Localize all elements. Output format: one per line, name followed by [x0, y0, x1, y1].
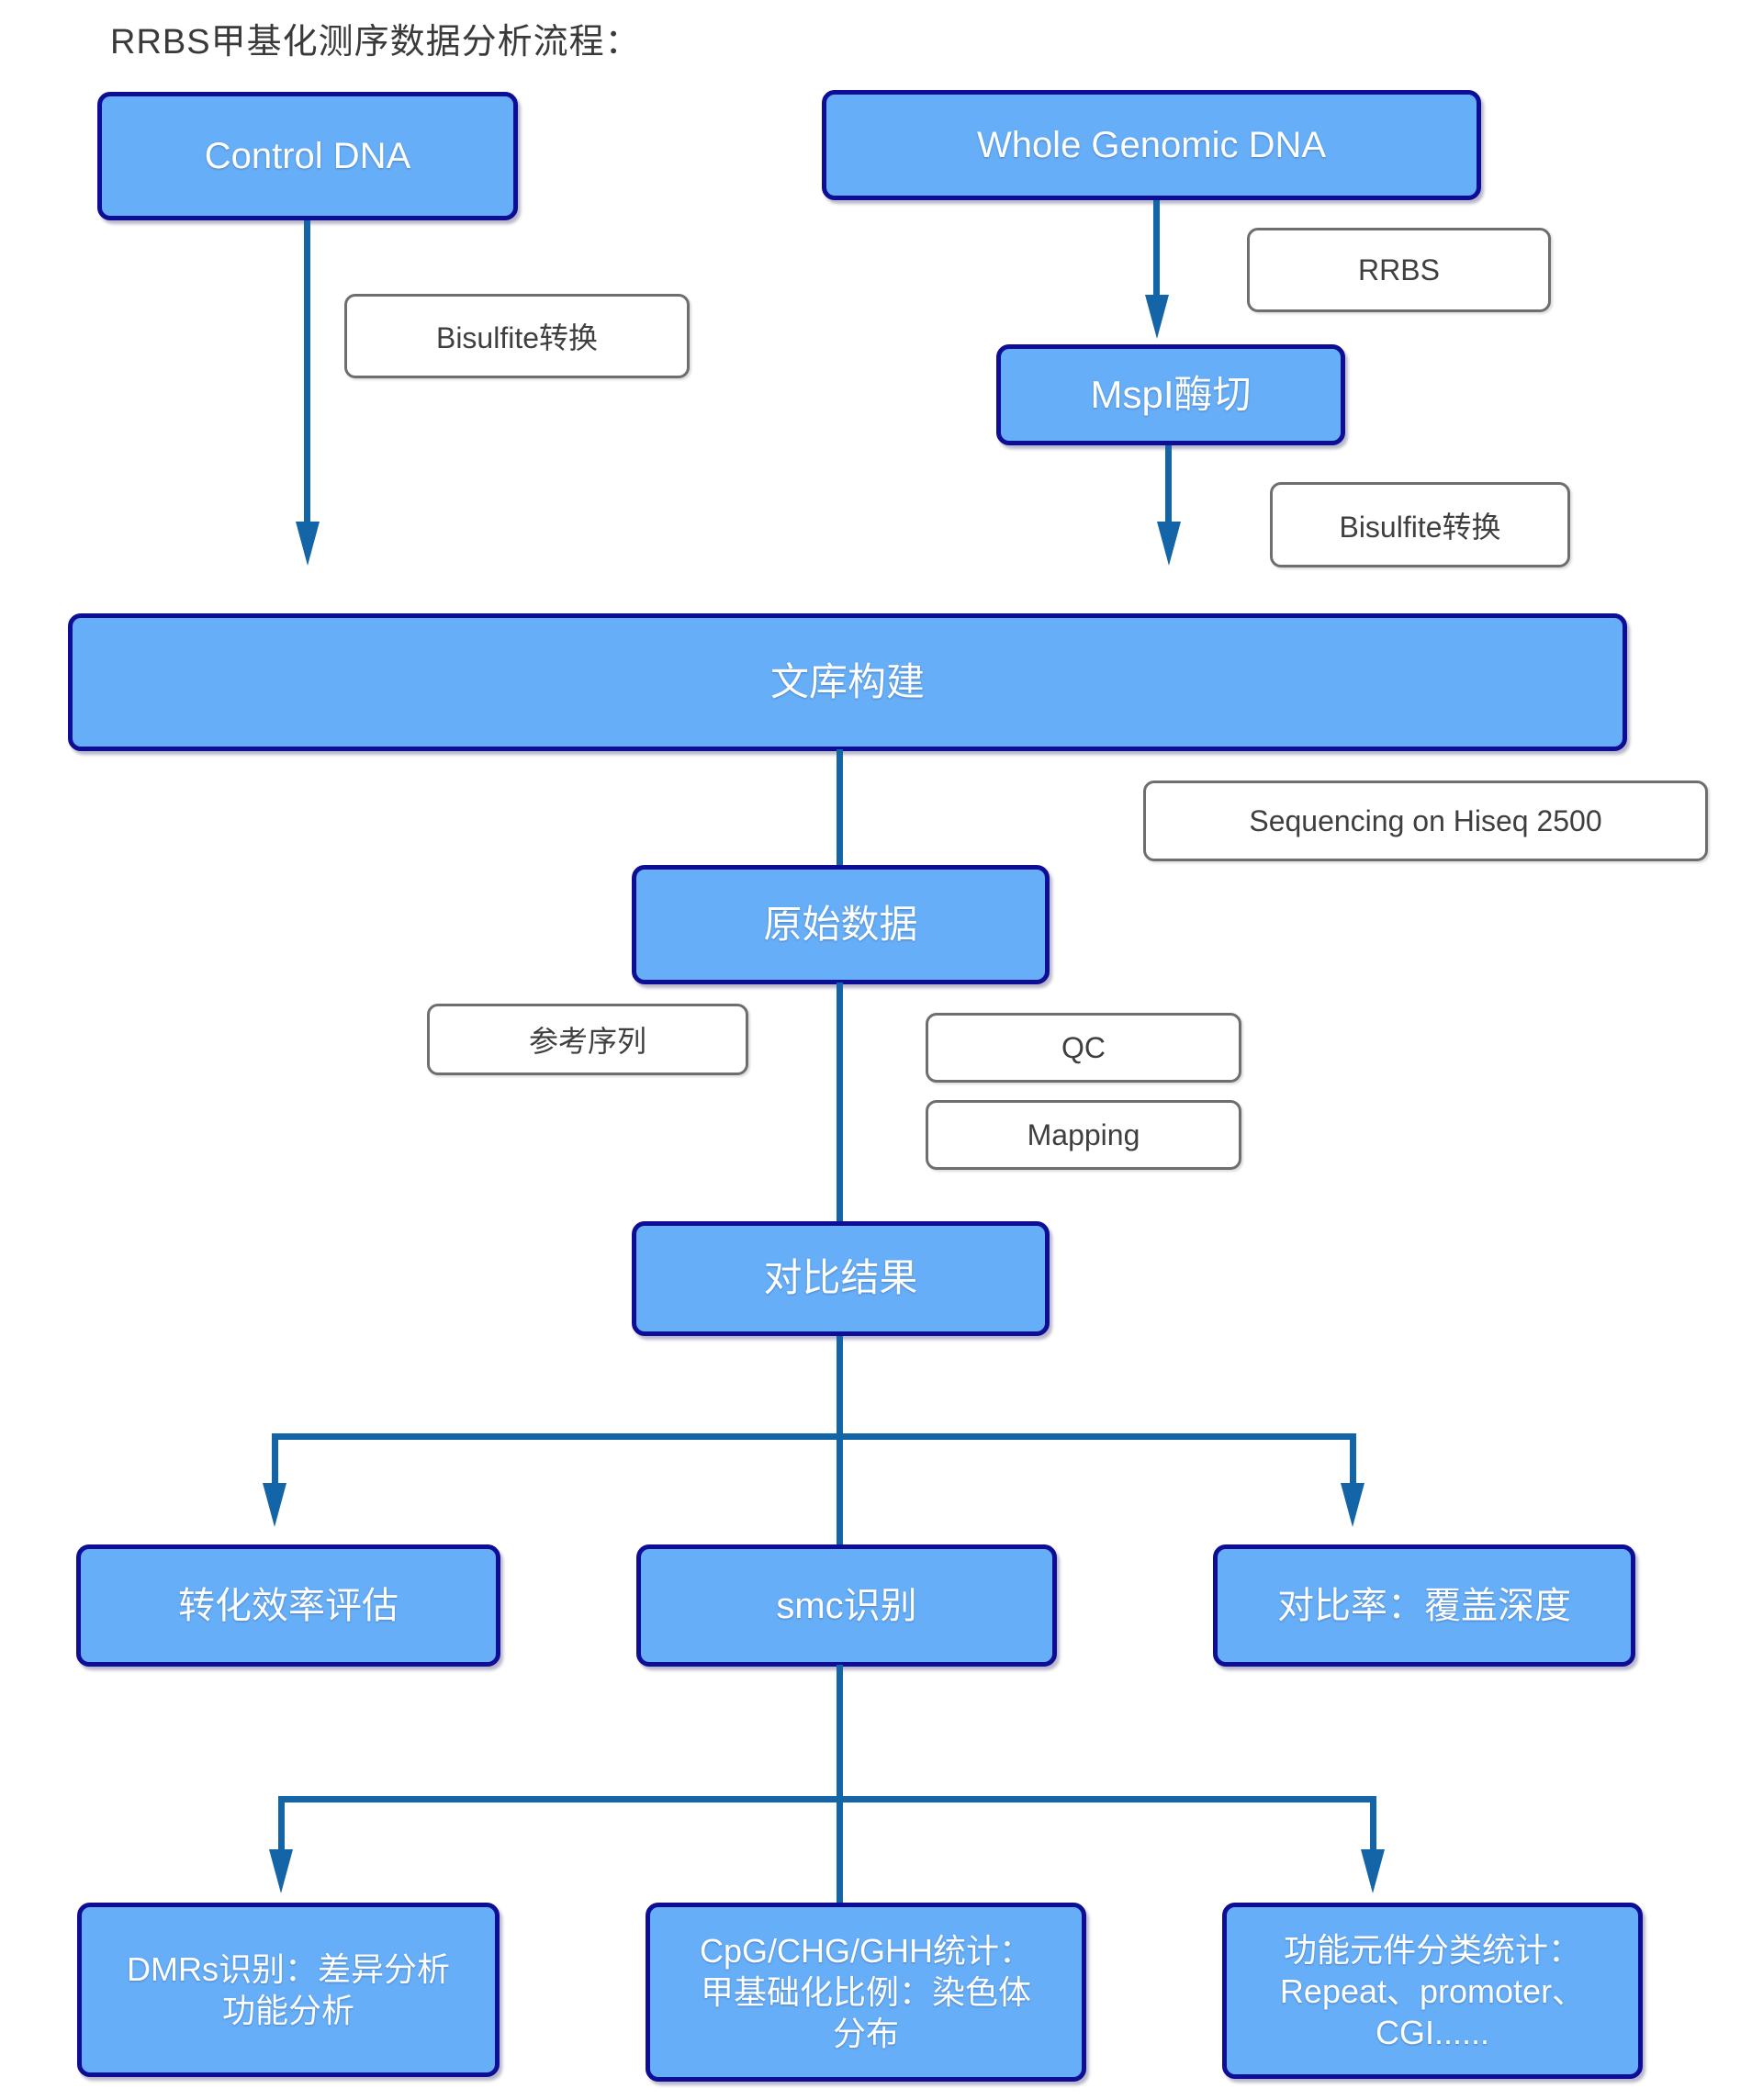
- node-cpg-chg-ghh-stats: CpG/CHG/GHH统计： 甲基础化比例：染色体 分布: [646, 1903, 1086, 2082]
- flow-line: [272, 1433, 278, 1485]
- flow-line: [272, 1433, 1356, 1440]
- node-mspi-digest: MspI酶切: [996, 344, 1345, 445]
- flow-line: [304, 220, 310, 523]
- flow-line: [1165, 445, 1172, 525]
- flow-line: [837, 1336, 843, 1439]
- flow-arrowhead: [1145, 295, 1169, 339]
- node-mapping-rate-depth: 对比率：覆盖深度: [1213, 1544, 1635, 1667]
- flow-line: [837, 1796, 843, 1903]
- flow-line: [1153, 200, 1160, 297]
- flow-line: [837, 983, 843, 1223]
- flow-arrowhead: [1361, 1849, 1385, 1893]
- node-library-construction: 文库构建: [68, 613, 1627, 751]
- label-bisulfite-conversion-left: Bisulfite转换: [344, 294, 690, 378]
- flow-line: [278, 1796, 1376, 1802]
- flow-line: [837, 749, 843, 867]
- label-rrbs: RRBS: [1247, 228, 1551, 312]
- flow-arrowhead: [269, 1849, 293, 1893]
- label-bisulfite-conversion-right: Bisulfite转换: [1270, 482, 1570, 567]
- node-conversion-efficiency: 转化效率评估: [76, 1544, 500, 1667]
- label-sequencing-hiseq: Sequencing on Hiseq 2500: [1143, 780, 1708, 861]
- flow-line: [278, 1796, 285, 1851]
- flow-arrowhead: [263, 1483, 286, 1527]
- label-reference-sequence: 参考序列: [427, 1004, 748, 1075]
- flow-line: [1370, 1796, 1376, 1851]
- label-mapping: Mapping: [926, 1100, 1241, 1170]
- node-dmrs-identification: DMRs识别：差异分析 功能分析: [77, 1903, 500, 2077]
- flow-arrowhead: [1157, 522, 1181, 566]
- node-smc-identification: smc识别: [636, 1544, 1057, 1667]
- label-qc: QC: [926, 1013, 1241, 1083]
- page-title: RRBS甲基化测序数据分析流程：: [110, 23, 641, 62]
- node-alignment-result: 对比结果: [632, 1221, 1050, 1336]
- flow-line: [1350, 1433, 1356, 1485]
- node-raw-data: 原始数据: [632, 865, 1050, 984]
- flow-arrowhead: [296, 522, 320, 566]
- node-whole-genomic-dna: Whole Genomic DNA: [822, 90, 1481, 200]
- flow-arrowhead: [1341, 1483, 1364, 1527]
- flow-line: [837, 1433, 843, 1548]
- node-control-dna: Control DNA: [97, 92, 518, 220]
- flow-line: [837, 1665, 843, 1802]
- node-functional-elements: 功能元件分类统计： Repeat、promoter、 CGI......: [1222, 1903, 1643, 2079]
